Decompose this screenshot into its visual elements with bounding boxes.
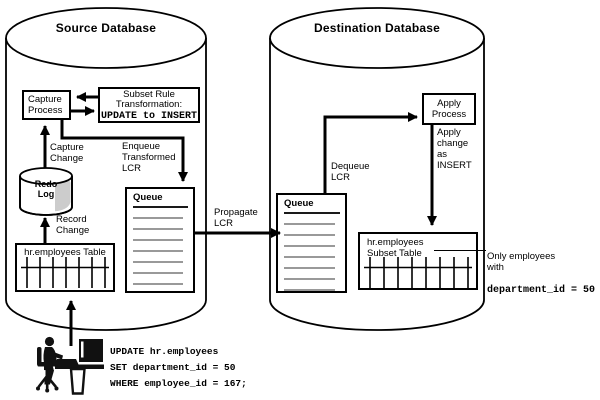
source-database-cylinder-top <box>5 7 207 69</box>
capture-process-box: Capture Process <box>22 90 71 120</box>
queue-row <box>284 278 335 280</box>
queue-row <box>133 217 183 219</box>
queue-row <box>133 250 183 252</box>
subset-rule-transformation-box: Subset Rule Transformation: UPDATE to IN… <box>98 87 200 123</box>
capture-change-label: Capture Change <box>50 142 84 165</box>
queue-row <box>284 267 335 269</box>
subset-rule-line2: Transformation: <box>115 99 183 111</box>
queue-row <box>133 228 183 230</box>
destination-queue-title: Queue <box>284 198 340 214</box>
subset-annotation: Only employees with department_id = 50 <box>487 240 595 308</box>
capture-process-label: Capture Process <box>28 94 63 117</box>
apply-process-box: Apply Process <box>422 93 476 125</box>
source-employees-table-title: hr.employees Table <box>24 247 106 258</box>
apply-process-label: Apply Process <box>431 98 467 121</box>
source-employees-table-box: hr.employees Table <box>15 243 115 292</box>
apply-change-as-insert-label: Apply change as INSERT <box>437 127 472 172</box>
enqueue-transformed-lcr-label: Enqueue Transformed LCR <box>122 141 176 175</box>
destination-subset-table-title: hr.employees Subset Table <box>367 237 424 260</box>
source-database-title: Source Database <box>55 21 157 35</box>
record-change-label: Record Change <box>56 214 90 237</box>
person-at-computer-icon <box>36 336 104 395</box>
destination-queue-box: Queue <box>276 193 347 293</box>
dequeue-lcr-label: Dequeue LCR <box>331 161 370 184</box>
sql-update-statement: UPDATE hr.employees SET department_id = … <box>110 346 247 389</box>
queue-row <box>284 234 335 236</box>
queue-row <box>133 272 183 274</box>
propagate-lcr-label: Propagate LCR <box>214 207 258 230</box>
subset-annotation-text: Only employees with <box>487 251 556 274</box>
subset-rule-code: UPDATE to INSERT <box>100 110 197 122</box>
queue-row <box>284 256 335 258</box>
queue-row <box>133 283 183 285</box>
source-queue-box: Queue <box>125 187 195 293</box>
queue-row <box>133 261 183 263</box>
destination-database-title: Destination Database <box>313 21 441 35</box>
queue-row <box>284 289 335 291</box>
subset-annotation-code: department_id = 50 <box>487 285 596 297</box>
source-queue-title: Queue <box>133 192 188 208</box>
queue-row <box>133 239 183 241</box>
queue-row <box>284 223 335 225</box>
destination-database-cylinder-top <box>269 7 485 69</box>
queue-row <box>284 245 335 247</box>
redo-log-label: Redo Log <box>34 179 58 200</box>
destination-subset-table-box: hr.employees Subset Table <box>358 232 478 290</box>
